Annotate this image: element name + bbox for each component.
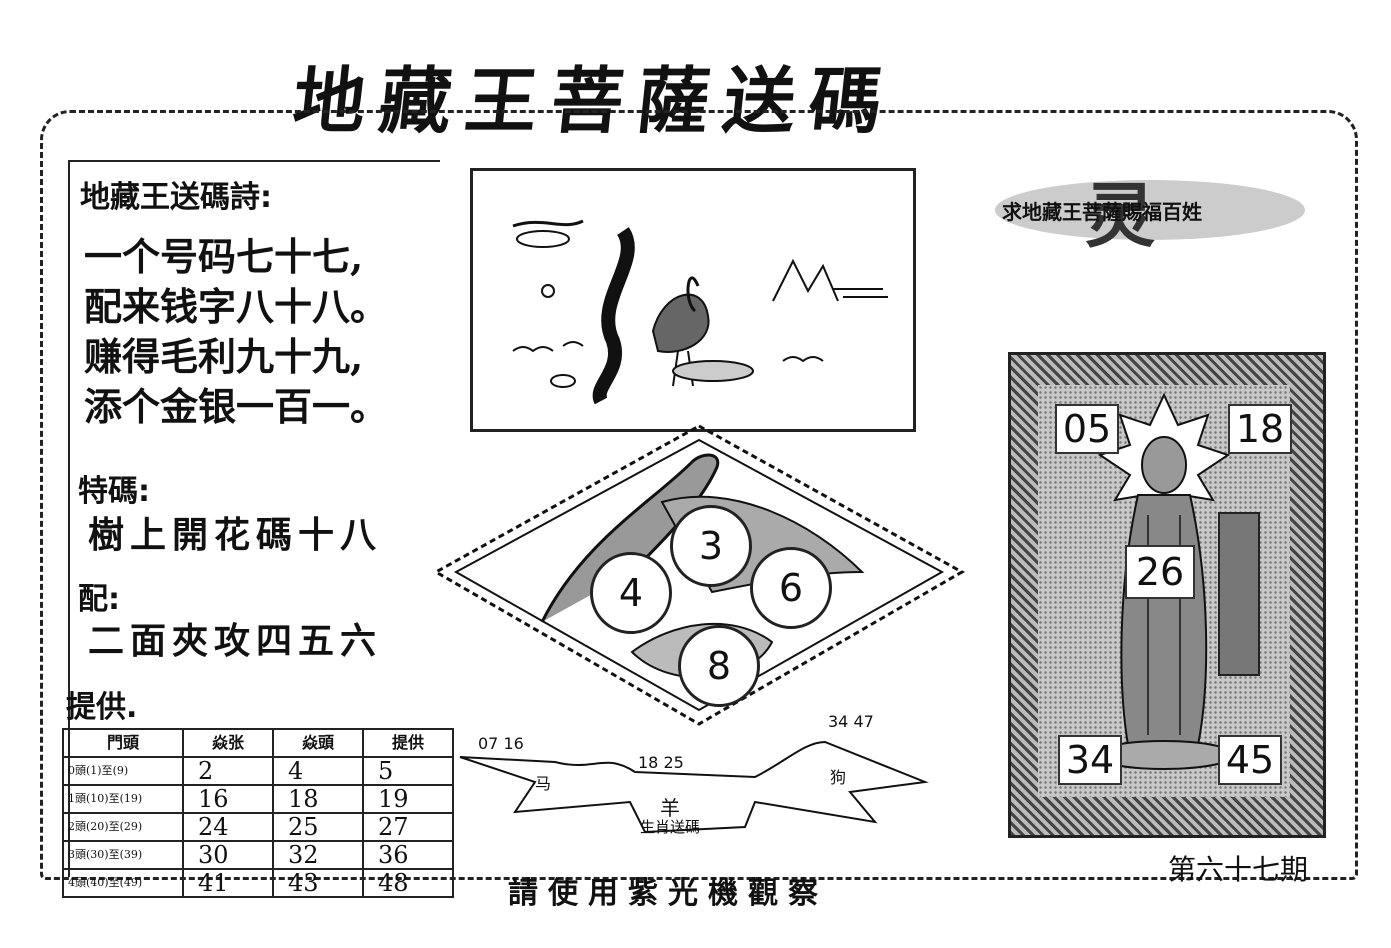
table-cell: 16 — [182, 784, 274, 814]
deity-number: 05 — [1055, 404, 1119, 454]
table-cell: 3頭(30)至(39) — [62, 840, 184, 870]
dashed-frame — [40, 110, 1358, 880]
table-cell: 4頭(40)至(49) — [62, 868, 184, 898]
diamond-number: 8 — [678, 625, 760, 707]
table-cell: 2 — [182, 756, 274, 786]
crane-painting — [470, 168, 916, 432]
poem: 一个号码七十七, 配来钱字八十八。 赚得毛利九十九, 添个金银一百一。 — [84, 232, 388, 432]
table-row: 1頭(10)至(19) 16 18 19 — [62, 784, 454, 814]
table-cell: 27 — [362, 812, 454, 842]
table-cell: 18 — [272, 784, 364, 814]
table-cell: 25 — [272, 812, 364, 842]
table-cell: 0頭(1)至(9) — [62, 756, 184, 786]
special-text: 樹上開花碼十八 — [88, 514, 383, 556]
poem-line: 一个号码七十七, — [84, 234, 364, 279]
zodiac-center-animal: 羊 — [660, 796, 680, 820]
table-cell: 24 — [182, 812, 274, 842]
table-row: 2頭(20)至(29) 24 25 27 — [62, 812, 454, 842]
zodiac-caption: 生肖送碼 — [640, 818, 701, 836]
table-header: 焱张 — [182, 728, 274, 758]
deity-number: 26 — [1125, 545, 1195, 599]
diamond-number: 6 — [750, 547, 832, 629]
zodiac-right-numbers: 34 47 — [828, 712, 874, 731]
deity-side-panel — [1218, 512, 1260, 676]
zodiac-left-numbers: 07 16 — [478, 734, 524, 753]
deity-number: 34 — [1058, 735, 1122, 785]
zodiac-right-animal: 狗 — [830, 768, 847, 787]
table-cell: 48 — [362, 868, 454, 898]
table-row: 0頭(1)至(9) 2 4 5 — [62, 756, 454, 786]
table-cell: 36 — [362, 840, 454, 870]
left-panel-border — [68, 160, 440, 877]
table-row: 4頭(40)至(49) 41 43 48 — [62, 868, 454, 898]
table-cell: 1頭(10)至(19) — [62, 784, 184, 814]
crane-illustration — [512, 219, 888, 405]
table-cell: 32 — [272, 840, 364, 870]
poem-line: 配来钱字八十八。 — [84, 284, 389, 329]
table-header: 焱頭 — [272, 728, 364, 758]
table-cell: 19 — [362, 784, 454, 814]
provide-label: 提供. — [66, 690, 138, 725]
poem-line: 赚得毛利九十九, — [84, 334, 364, 379]
provide-table: 門頭 焱张 焱頭 提供 0頭(1)至(9) 2 4 5 1頭(10)至(19) … — [62, 728, 454, 898]
table-cell: 43 — [272, 868, 364, 898]
table-row: 3頭(30)至(39) 30 32 36 — [62, 840, 454, 870]
table-cell: 5 — [362, 756, 454, 786]
spirit-glyph: 灵 — [1085, 174, 1155, 257]
poem-line: 添个金银一百一。 — [84, 384, 389, 429]
zodiac-ribbon — [459, 740, 929, 834]
deity-number: 45 — [1218, 735, 1282, 785]
zodiac-center-numbers: 18 25 — [638, 753, 684, 772]
pair-text: 二面夾攻四五六 — [88, 620, 383, 662]
table-header-row: 門頭 焱张 焱頭 提供 — [62, 728, 454, 758]
table-header: 提供 — [362, 728, 454, 758]
poem-heading: 地藏王送碼詩: — [80, 180, 272, 215]
zodiac-left-animal: 马 — [535, 774, 552, 793]
banner-cloud — [995, 180, 1305, 240]
pair-label: 配: — [78, 582, 120, 617]
table-cell: 2頭(20)至(29) — [62, 812, 184, 842]
table-header: 門頭 — [62, 728, 184, 758]
table-cell: 41 — [182, 868, 274, 898]
table-cell: 30 — [182, 840, 274, 870]
banner-text: 求地藏王菩薩賜福百姓 — [1002, 200, 1202, 224]
special-label: 特碼: — [78, 474, 150, 509]
issue-number: 第六十七期 — [1168, 853, 1309, 886]
footer-note: 請使用紫光機觀察 — [508, 876, 828, 911]
deity-number: 18 — [1228, 404, 1292, 454]
diamond-number: 3 — [670, 505, 752, 587]
diamond-number: 4 — [590, 552, 672, 634]
table-cell: 4 — [272, 756, 364, 786]
